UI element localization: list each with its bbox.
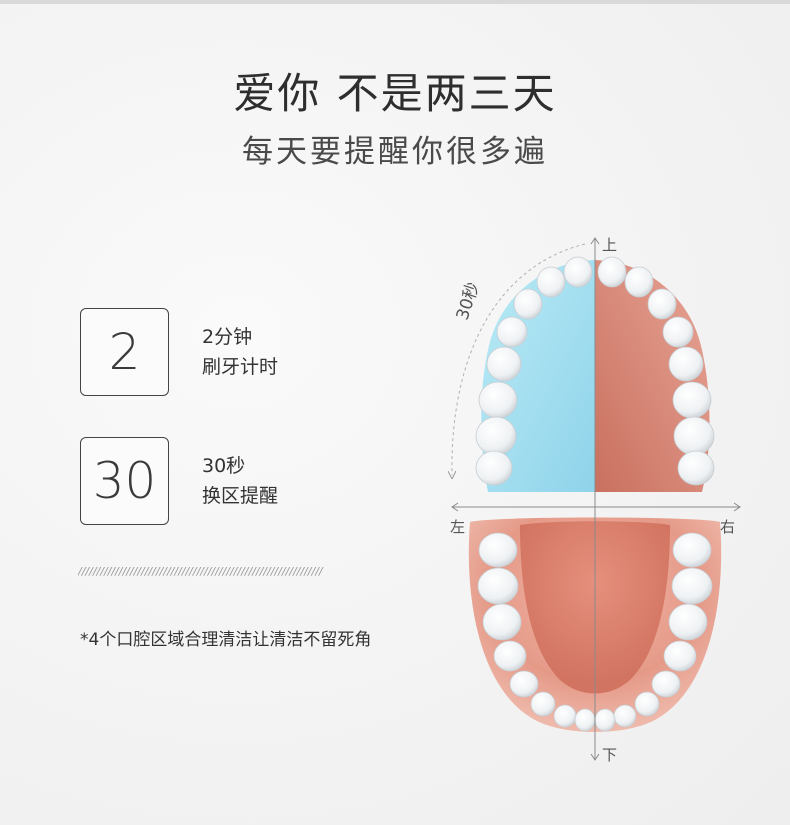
upper-teeth	[475, 256, 715, 486]
lower-teeth	[477, 532, 713, 732]
label-right: 右	[720, 518, 736, 536]
stat-line1: 30秒	[202, 455, 246, 477]
top-rule	[0, 0, 790, 4]
stat-box-30s: 30	[80, 437, 169, 525]
teeth-diagram: 上 下 左 右 30秒	[430, 220, 790, 780]
page-title: 爱你 不是两三天	[233, 69, 557, 118]
stat-number: 2	[108, 323, 141, 381]
label-bottom: 下	[602, 746, 618, 764]
arc-arrow	[452, 243, 586, 475]
label-left: 左	[450, 518, 466, 536]
stat-box-2min: 2	[80, 308, 169, 396]
dashed-divider: ////////////////////////////////////////…	[78, 565, 323, 578]
label-top: 上	[602, 236, 618, 254]
stat-line1: 2分钟	[202, 326, 253, 348]
stat-number: 30	[92, 452, 157, 510]
teeth-illustration	[430, 237, 741, 761]
stat-text-30s: 30秒 换区提醒	[202, 451, 278, 511]
stat-text-2min: 2分钟 刷牙计时	[202, 322, 278, 382]
stat-line2: 换区提醒	[202, 485, 279, 507]
page-subtitle: 每天要提醒你很多遍	[242, 134, 548, 170]
footnote: *4个口腔区域合理清洁让清洁不留死角	[80, 630, 372, 650]
stat-line2: 刷牙计时	[202, 356, 279, 378]
